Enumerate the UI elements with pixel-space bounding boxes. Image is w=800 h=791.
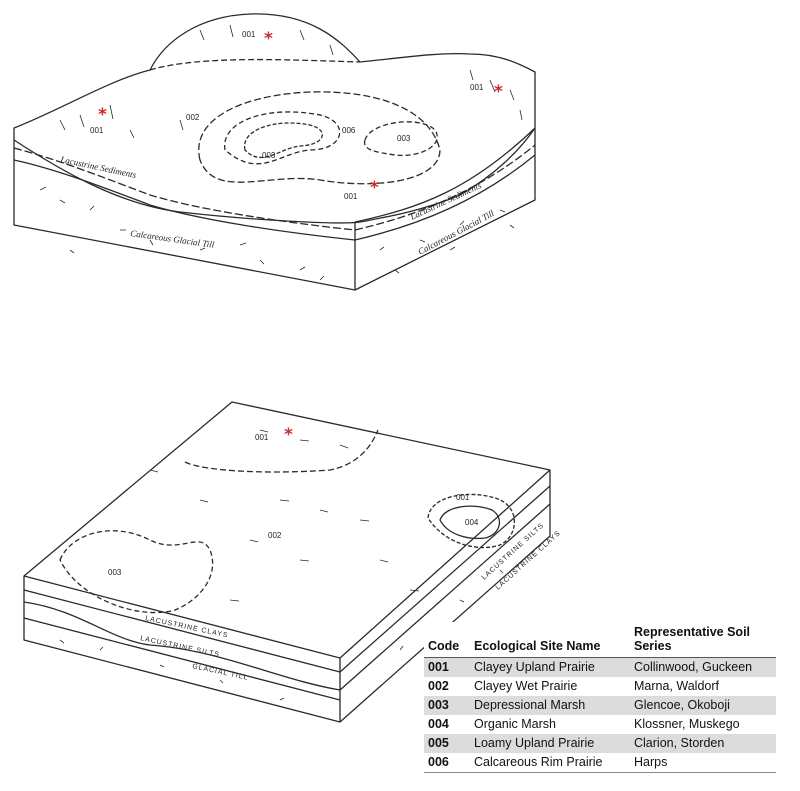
table-row: 005 Loamy Upland Prairie Clarion, Storde… [424, 733, 776, 753]
top-strata-lacustrine-right: Lacustrine Sediments [408, 180, 484, 222]
bottom-label-002: 002 [268, 531, 282, 540]
star-icon: * [98, 105, 107, 125]
top-label-001-hill: 001 [242, 30, 256, 39]
bottom-strata-till: GLACIAL TILL [192, 663, 249, 682]
legend-soil-series: Harps [630, 752, 776, 773]
legend-soil-series: Clarion, Storden [630, 733, 776, 753]
star-icon: * [264, 29, 273, 49]
top-label-001-left: 001 [90, 126, 104, 135]
legend-code: 006 [424, 752, 470, 773]
top-label-001-right: 001 [470, 83, 484, 92]
legend-code: 004 [428, 717, 449, 732]
table-row: 002 Clayey Wet Prairie Marna, Waldorf [424, 677, 776, 696]
table-row: 003 Depressional Marsh Glencoe, Okoboji [424, 695, 776, 715]
top-right-face [354, 127, 536, 291]
top-label-006: 006 [342, 126, 356, 135]
top-surface-outline [13, 13, 536, 224]
bottom-label-001-rim: 001 [456, 493, 470, 502]
legend-code: 001 [424, 657, 470, 677]
bottom-block-diagram [23, 401, 551, 723]
legend-header-name: Ecological Site Name [470, 622, 630, 658]
legend-soil-series: Collinwood, Guckeen [630, 657, 776, 677]
legend-header-code: Code [424, 622, 470, 658]
bottom-label-001: 001 [255, 433, 269, 442]
table-row: 001 Clayey Upland Prairie Collinwood, Gu… [424, 657, 776, 677]
bottom-label-004: 004 [465, 518, 479, 527]
bottom-strata-silts: LACUSTRINE SILTS [140, 635, 221, 659]
top-strata-till-right: Calcareous Glacial Till [416, 208, 496, 257]
legend-site-name: Clayey Upland Prairie [470, 657, 630, 677]
legend-site-name: Depressional Marsh [470, 695, 630, 715]
legend-soil-series: Marna, Waldorf [634, 679, 719, 694]
star-icon: * [284, 425, 293, 445]
bottom-label-003: 003 [108, 568, 122, 577]
top-strata-till-left: Calcareous Glacial Till [130, 228, 216, 250]
legend-code: 002 [428, 679, 449, 694]
legend-site-name: Loamy Upland Prairie [470, 733, 630, 753]
legend-soil-series: Klossner, Muskego [634, 717, 740, 732]
star-icon: * [370, 178, 379, 198]
top-front-face [13, 140, 356, 291]
legend-header-series: Representative Soil Series [630, 622, 776, 658]
top-label-003-b: 003 [397, 134, 411, 143]
ecological-site-legend: Code Ecological Site Name Representative… [424, 622, 776, 773]
legend-header-row: Code Ecological Site Name Representative… [424, 622, 776, 658]
legend-code: 005 [424, 733, 470, 753]
legend-soil-series: Glencoe, Okoboji [630, 695, 776, 715]
legend-site-name: Calcareous Rim Prairie [470, 752, 630, 773]
top-label-003-a: 003 [262, 151, 276, 160]
top-block-diagram [13, 13, 536, 291]
legend-site-name: Organic Marsh [474, 717, 556, 732]
legend-site-name: Clayey Wet Prairie [474, 679, 578, 694]
top-label-001-center: 001 [344, 192, 358, 201]
legend-code: 003 [424, 695, 470, 715]
table-row: 006 Calcareous Rim Prairie Harps [424, 752, 776, 773]
top-label-002: 002 [186, 113, 200, 122]
table-row: 004 Organic Marsh Klossner, Muskego [424, 715, 776, 734]
star-icon: * [494, 82, 503, 102]
